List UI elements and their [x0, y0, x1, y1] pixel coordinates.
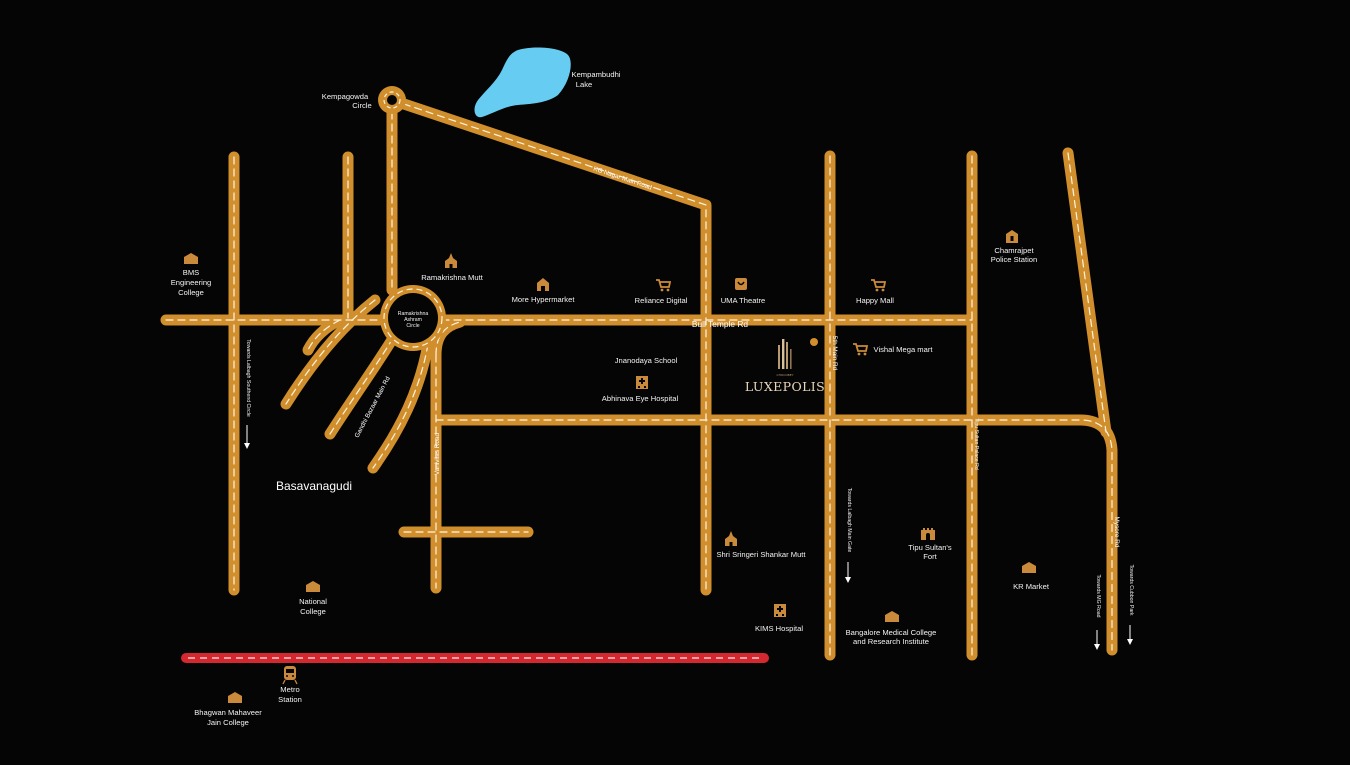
landmark-label: Vishal Mega mart	[874, 345, 934, 354]
landmark-label: Jnanodaya School	[615, 356, 678, 365]
direction-label: Towards MG Road	[1095, 575, 1101, 618]
ramakrishna-circle-line3: Circle	[406, 323, 419, 329]
landmark-more-hypermarket: More Hypermarket	[512, 278, 576, 304]
landmark-label: National	[299, 597, 327, 606]
road-gandhi-bazaar-1	[280, 294, 381, 410]
fort-icon	[921, 528, 935, 540]
basavanagudi-area-label: Basavanagudi	[276, 479, 352, 493]
landmark-kims-hospital: KIMS Hospital	[755, 604, 803, 633]
landmark-label: KIMS Hospital	[755, 624, 803, 633]
hospital-icon	[636, 376, 648, 389]
fifth-main-rd-label: 5th Main Rd	[831, 336, 838, 371]
shopping-cart-icon	[852, 343, 868, 357]
shopping-cart-icon	[655, 279, 671, 293]
landmark-kempambudhi-lake: Kempambudhi Lake	[572, 70, 621, 89]
landmark-sringeri-mutt: Shri Sringeri Shankar Mutt	[716, 531, 806, 559]
ramakrishna-circle-line1: Ramakrishna	[398, 311, 429, 317]
vanivilas-road-label: Vanivilas Road	[434, 432, 441, 475]
tipu-sultan-palace-rd-label: Tipu Sultan Palace Rd	[973, 418, 979, 470]
road-center-dashes	[165, 99, 1113, 656]
metro-train-icon	[282, 666, 298, 685]
landmark-label: Reliance Digital	[635, 296, 688, 305]
project-name: LUXEPOLIS	[745, 379, 825, 394]
landmark-label: Bhagwan Mahaveer	[194, 708, 262, 717]
shop-icon	[537, 278, 549, 291]
landmark-label: UMA Theatre	[721, 296, 766, 305]
project-luxepolis[interactable]: CHOCOBEY LUXEPOLIS	[745, 338, 825, 394]
college-icon	[885, 611, 899, 622]
landmark-tipu-sultan-fort: Tipu Sultan's Fort	[908, 528, 952, 561]
landmark-label: Jain College	[207, 718, 249, 727]
landmark-kr-market: KR Market	[1013, 562, 1050, 591]
landmark-label: Kempagowda	[322, 92, 369, 101]
temple-icon	[445, 253, 457, 268]
landmark-label: KR Market	[1013, 582, 1050, 591]
hospital-icon	[774, 604, 786, 617]
ramakrishna-circle-line2: Ashram	[404, 317, 422, 323]
landmark-label: Bangalore Medical College	[846, 628, 937, 637]
theatre-icon	[734, 277, 748, 291]
landmark-mahaveer-jain-college: Bhagwan Mahaveer Jain College	[194, 692, 262, 727]
temple-icon	[725, 531, 737, 546]
direction-label: Towards Lalbagh Southend Circle	[245, 339, 251, 417]
landmark-label: Tipu Sultan's	[908, 543, 952, 552]
bull-temple-rd-label: Bull Temple Rd	[692, 319, 749, 329]
landmark-chamrajpet-police: Chamrajpet Police Station	[991, 230, 1037, 264]
landmark-uma-theatre: UMA Theatre	[721, 277, 766, 305]
landmark-label: More Hypermarket	[512, 295, 576, 304]
landmark-label: Fort	[923, 552, 937, 561]
landmark-abhinava-eye-hospital: Abhinava Eye Hospital	[602, 376, 679, 403]
landmark-label: Chamrajpet	[994, 246, 1034, 255]
landmark-label: College	[300, 607, 326, 616]
landmark-kempagowda-circle: Kempagowda Circle	[322, 92, 372, 110]
police-station-icon	[1006, 230, 1018, 243]
landmark-label: Abhinava Eye Hospital	[602, 394, 679, 403]
college-icon	[184, 253, 198, 264]
project-developer: CHOCOBEY	[777, 373, 794, 377]
landmark-label: Ramakrishna Mutt	[421, 273, 484, 282]
direction-lalbagh-main-gate: Towards Lalbagh Main Gate	[845, 488, 852, 583]
direction-lalbagh-southend: Towards Lalbagh Southend Circle	[244, 339, 251, 449]
direction-mg-road: Towards MG Road	[1094, 575, 1101, 650]
direction-label: Towards Cubbon Park	[1128, 564, 1134, 615]
college-icon	[306, 581, 320, 592]
building-towers-icon	[778, 339, 792, 369]
landmark-label: Police Station	[991, 255, 1037, 264]
landmark-label: College	[178, 288, 204, 297]
landmark-bangalore-medical-college: Bangalore Medical College and Research I…	[846, 611, 937, 646]
landmark-ramakrishna-mutt: Ramakrishna Mutt	[421, 253, 484, 282]
kempambudhi-lake	[474, 47, 571, 118]
landmark-bms-college: BMS Engineering College	[171, 253, 212, 297]
shopping-cart-icon	[870, 279, 886, 293]
landmark-label: Shri Sringeri Shankar Mutt	[716, 550, 806, 559]
landmark-label: and Research Institute	[853, 637, 929, 646]
direction-label: Towards Lalbagh Main Gate	[846, 488, 852, 553]
landmark-label: Happy Mall	[856, 296, 894, 305]
landmark-reliance-digital: Reliance Digital	[635, 279, 688, 305]
landmark-label: Lake	[576, 80, 592, 89]
kempagowda-circle-marker	[378, 86, 406, 114]
project-location-dot	[810, 338, 818, 346]
landmark-label: BMS	[183, 268, 199, 277]
landmark-label: Engineering	[171, 278, 212, 287]
mysore-rd-label: Mysore Rd	[1113, 517, 1120, 548]
landmark-label: Metro	[280, 685, 299, 694]
landmark-label: Circle	[352, 101, 371, 110]
landmark-metro-station: Metro Station	[278, 666, 302, 704]
landmark-label: Station	[278, 695, 302, 704]
landmark-jnanodaya-school: Jnanodaya School	[615, 356, 678, 365]
direction-cubbon-park: Towards Cubbon Park	[1127, 564, 1134, 645]
landmark-happy-mall: Happy Mall	[856, 279, 894, 305]
market-icon	[1022, 562, 1036, 573]
landmark-vishal-mega-mart: Vishal Mega mart	[852, 343, 934, 357]
landmark-label: Kempambudhi	[572, 70, 621, 79]
ramakrishna-ashram-circle: Ramakrishna Ashram Circle	[380, 285, 446, 351]
college-icon	[228, 692, 242, 703]
landmark-national-college: National College	[299, 581, 327, 616]
